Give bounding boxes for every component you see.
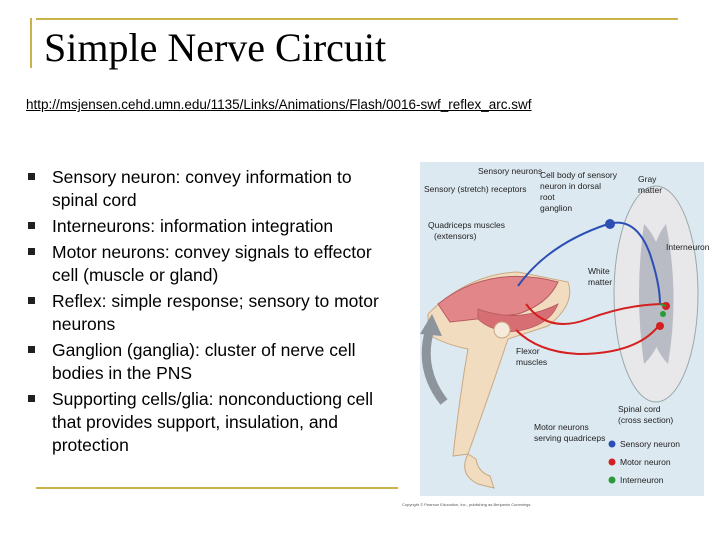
label-spinal-2: (cross section): [618, 415, 673, 425]
bullet-square-icon: [28, 346, 35, 353]
label-quad-1: Quadriceps muscles: [428, 220, 505, 230]
top-rule: [36, 18, 678, 20]
bullet-list: Sensory neuron: convey information to sp…: [28, 166, 388, 460]
legend-sensory: Sensory neuron: [620, 439, 680, 449]
bullet-text: Ganglion (ganglia): cluster of nerve cel…: [52, 340, 356, 383]
bullet-item: Interneurons: information integration: [28, 215, 388, 238]
reflex-motion-arrow: [421, 327, 448, 405]
motor-neuron-path: [525, 303, 667, 325]
bullet-text: Motor neurons: convey signals to effecto…: [52, 242, 372, 285]
bullet-square-icon: [28, 297, 35, 304]
label-cell-body-3: root: [540, 192, 555, 202]
animation-link[interactable]: http://msjensen.cehd.umn.edu/1135/Links/…: [26, 97, 532, 112]
bullet-square-icon: [28, 173, 35, 180]
label-cell-body-4: ganglion: [540, 203, 572, 213]
sensory-cell-body: [605, 219, 615, 229]
bullet-text: Supporting cells/glia: nonconductiong ce…: [52, 389, 374, 455]
reflex-arc-figure: Sensory neurons Sensory (stretch) recept…: [402, 162, 710, 507]
bullet-square-icon: [28, 395, 35, 402]
leg-illustration: [427, 271, 571, 489]
label-motor-2: serving quadriceps: [534, 433, 605, 443]
label-quad-2: (extensors): [434, 231, 477, 241]
label-white-2: matter: [588, 277, 612, 287]
label-interneuron: Interneuron: [666, 242, 710, 252]
sensory-neuron-path: [517, 221, 661, 305]
label-receptors: Sensory (stretch) receptors: [424, 184, 527, 194]
bullet-item: Reflex: simple response; sensory to moto…: [28, 290, 388, 336]
label-motor-1: Motor neurons: [534, 422, 589, 432]
bullet-item: Sensory neuron: convey information to sp…: [28, 166, 388, 212]
label-spinal-1: Spinal cord: [618, 404, 661, 414]
bullet-item: Ganglion (ganglia): cluster of nerve cel…: [28, 339, 388, 385]
slide-title: Simple Nerve Circuit: [44, 25, 387, 70]
bullet-text: Interneurons: information integration: [52, 216, 334, 236]
arrowhead-icon: [420, 314, 442, 336]
interneuron-path: [659, 303, 667, 307]
bullet-square-icon: [28, 248, 35, 255]
motor-cell-body: [656, 322, 664, 330]
bullet-text: Reflex: simple response; sensory to moto…: [52, 291, 379, 334]
figure-legend: Sensory neuron Motor neuron Interneuron: [608, 439, 680, 485]
legend-swatch-interneuron: [608, 476, 616, 484]
legend-swatch-motor: [608, 458, 616, 466]
label-flexor-2: muscles: [516, 357, 547, 367]
label-white-1: White: [588, 266, 610, 276]
legend-swatch-sensory: [608, 440, 616, 448]
interneuron-cell-body: [660, 311, 666, 317]
label-flexor-1: Flexor: [516, 346, 540, 356]
motor-neuron-path: [515, 323, 661, 356]
left-rule: [30, 18, 32, 68]
label-cell-body-2: neuron in dorsal: [540, 181, 601, 191]
bottom-rule: [36, 487, 398, 489]
label-gray-1: Gray: [638, 174, 657, 184]
bullet-item: Supporting cells/glia: nonconductiong ce…: [28, 388, 388, 457]
spinal-cord-cross-section: [613, 185, 699, 403]
legend-motor: Motor neuron: [620, 457, 671, 467]
label-gray-2: matter: [638, 185, 662, 195]
bullet-item: Motor neurons: convey signals to effecto…: [28, 241, 388, 287]
bullet-text: Sensory neuron: convey information to sp…: [52, 167, 352, 210]
figure-copyright: Copyright © Pearson Education, Inc., pub…: [402, 502, 531, 507]
label-cell-body-1: Cell body of sensory: [540, 170, 618, 180]
legend-interneuron: Interneuron: [620, 475, 664, 485]
bullet-square-icon: [28, 222, 35, 229]
label-sensory-neurons: Sensory neurons: [478, 166, 542, 176]
